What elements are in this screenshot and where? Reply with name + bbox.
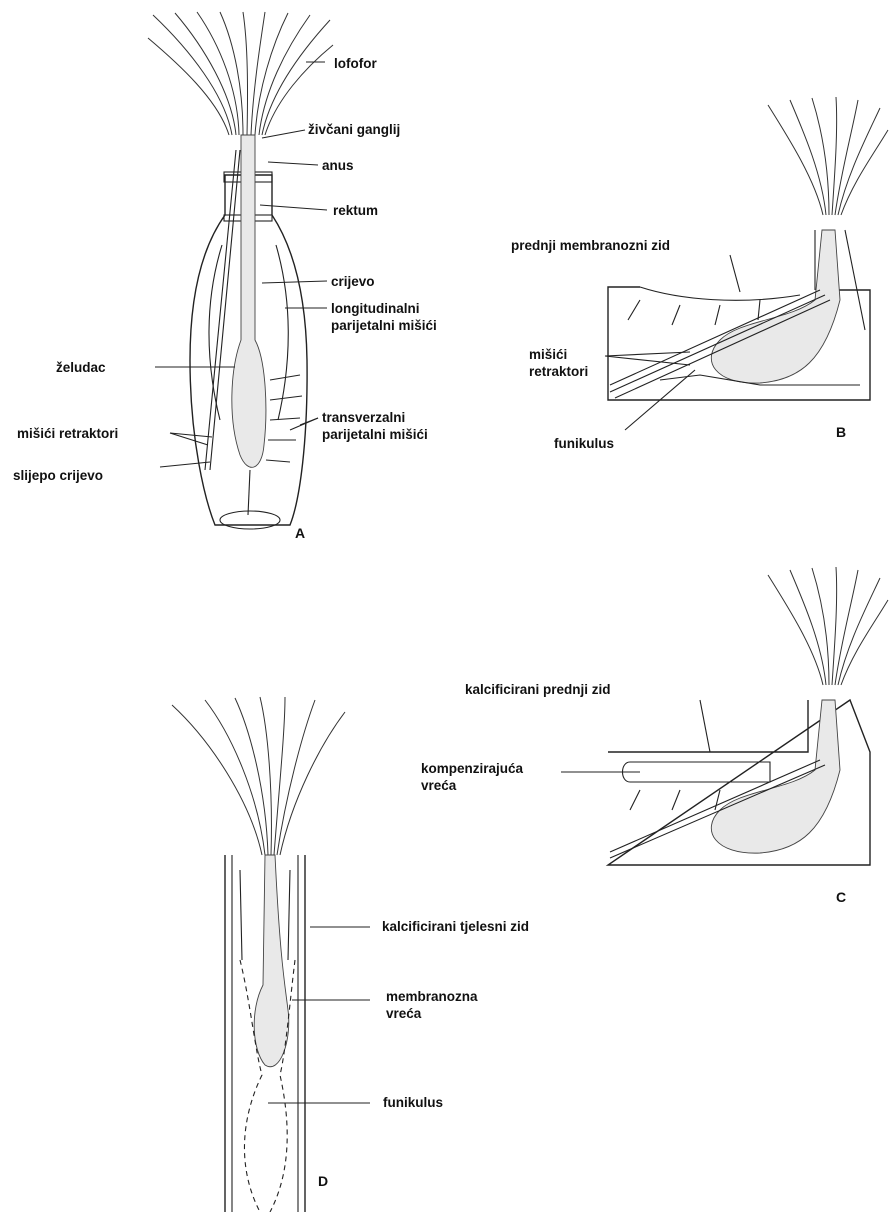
label-kompenzirajuca-line2: vreća bbox=[421, 777, 456, 794]
panel-d-gut bbox=[254, 855, 289, 1067]
label-membranozna-line2: vreća bbox=[386, 1005, 421, 1022]
label-rektum: rektum bbox=[333, 202, 378, 219]
panel-d-drawing bbox=[172, 697, 345, 1212]
label-misici-b-line1: mišići bbox=[529, 346, 567, 363]
label-membranozna-line1: membranozna bbox=[386, 988, 478, 1005]
label-transverzalni-line1: transverzalni bbox=[322, 409, 405, 426]
panel-letter-c: C bbox=[836, 889, 846, 905]
panel-c-gut bbox=[711, 700, 840, 853]
panel-letter-a: A bbox=[295, 525, 305, 541]
label-slijepo-crijevo: slijepo crijevo bbox=[13, 467, 103, 484]
panel-b-membranous-wall bbox=[640, 287, 800, 300]
label-prednji-membranozni-zid: prednji membranozni zid bbox=[511, 237, 670, 254]
label-kompenzirajuca-line1: kompenzirajuća bbox=[421, 760, 523, 777]
label-crijevo: crijevo bbox=[331, 273, 375, 290]
label-misici-retraktori-a: mišići retraktori bbox=[17, 425, 118, 442]
panel-c-drawing bbox=[608, 567, 888, 865]
label-anus: anus bbox=[322, 157, 354, 174]
panel-a-base bbox=[220, 511, 280, 529]
panel-letter-d: D bbox=[318, 1173, 328, 1189]
label-lofofor: lofofor bbox=[334, 55, 377, 72]
label-funikulus-d: funikulus bbox=[383, 1094, 443, 1111]
panel-letter-b: B bbox=[836, 424, 846, 440]
label-longitudinalni-line2: parijetalni mišići bbox=[331, 317, 437, 334]
label-funikulus-b: funikulus bbox=[554, 435, 614, 452]
panel-c-compensation-sac bbox=[623, 762, 771, 782]
label-kalcificirani-prednji-zid: kalcificirani prednji zid bbox=[465, 681, 611, 698]
panel-d-lophophore bbox=[172, 697, 345, 855]
label-transverzalni-line2: parijetalni mišići bbox=[322, 426, 428, 443]
label-longitudinalni-line1: longitudinalni bbox=[331, 300, 419, 317]
panel-a-lophophore bbox=[148, 12, 333, 135]
label-zeludac: želudac bbox=[56, 359, 106, 376]
label-zivcani-ganglij: živčani ganglij bbox=[308, 121, 400, 138]
panel-a-drawing bbox=[148, 12, 333, 529]
panel-c-lophophore bbox=[768, 567, 888, 685]
panel-b-lophophore bbox=[768, 97, 888, 215]
panel-b-gut bbox=[711, 230, 840, 383]
label-kalcificirani-tjelesni-zid: kalcificirani tjelesni zid bbox=[382, 918, 529, 935]
label-misici-b-line2: retraktori bbox=[529, 363, 588, 380]
